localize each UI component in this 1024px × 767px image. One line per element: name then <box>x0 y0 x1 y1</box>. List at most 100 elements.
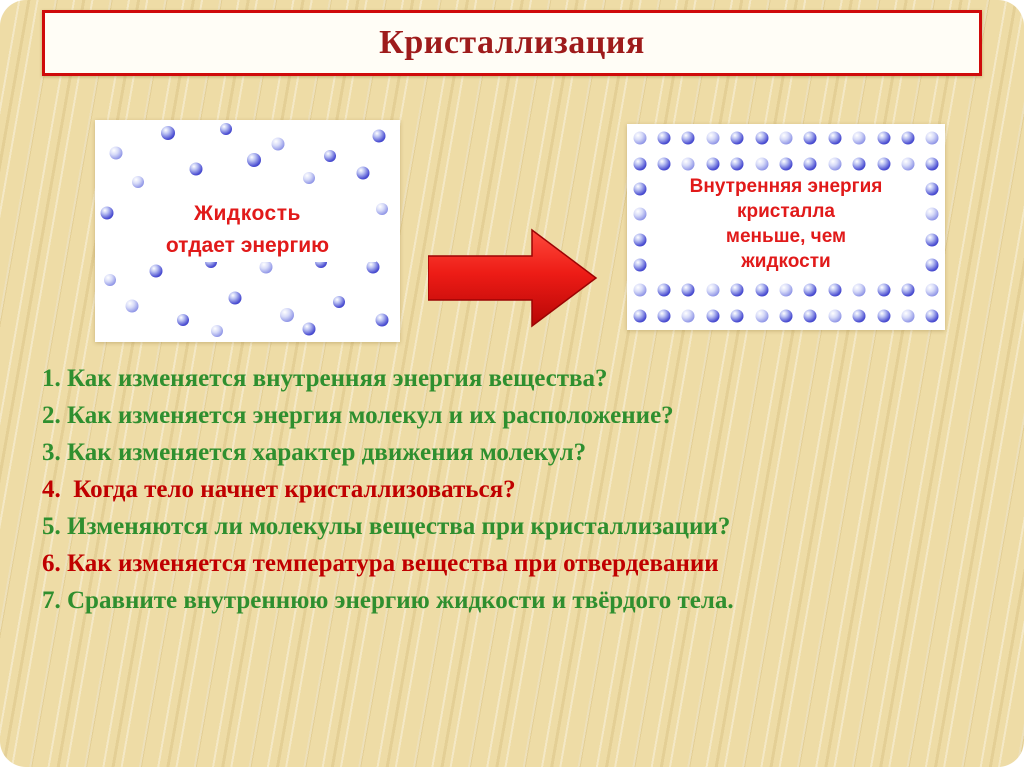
right-arrow-svg <box>427 228 598 328</box>
question-line: 4. Когда тело начнет кристаллизоваться? <box>42 476 516 503</box>
crystal-label-line-3: меньше, чем <box>725 226 847 247</box>
molecule-dot <box>803 309 817 323</box>
molecule-dot <box>877 157 891 171</box>
molecule-dot <box>366 260 380 274</box>
molecule-dot <box>779 157 793 171</box>
molecule-dot <box>211 324 223 337</box>
molecule-dot <box>828 157 842 171</box>
title-box: Кристаллизация <box>42 10 982 76</box>
molecule-dot <box>109 146 123 160</box>
molecule-dot <box>657 283 671 297</box>
molecule-dot <box>730 157 744 171</box>
molecule-dot <box>925 207 939 221</box>
molecule-dot <box>104 273 117 286</box>
molecule-dot <box>228 291 242 305</box>
molecule-dot <box>877 131 891 145</box>
question-line: 5. Изменяются ли молекулы вещества при к… <box>42 513 731 540</box>
molecule-dot <box>828 283 842 297</box>
molecule-dot <box>925 157 939 171</box>
molecule-dot <box>372 129 386 143</box>
liquid-label-line-1: Жидкость <box>194 202 301 225</box>
molecule-dot <box>302 322 315 336</box>
question-line: 1. Как изменяется внутренняя энергия вещ… <box>42 365 608 392</box>
molecule-dot <box>280 308 295 323</box>
molecule-dot <box>803 131 817 145</box>
molecule-dot <box>925 233 939 247</box>
molecule-dot <box>755 309 769 323</box>
molecule-dot <box>877 283 891 297</box>
molecule-dot <box>302 171 315 184</box>
molecule-dot <box>100 206 114 220</box>
molecule-dot <box>925 283 939 297</box>
molecule-dot <box>925 258 939 272</box>
molecule-dot <box>633 233 647 247</box>
molecule-dot <box>220 122 233 135</box>
molecule-dot <box>730 131 744 145</box>
molecule-dot <box>779 309 793 323</box>
molecule-dot <box>271 137 285 151</box>
slide-title: Кристаллизация <box>379 24 645 61</box>
crystal-label: Внутренняя энергия кристалла меньше, чем… <box>649 172 923 276</box>
molecule-dot <box>657 131 671 145</box>
molecule-dot <box>681 283 695 297</box>
molecule-dot <box>633 258 647 272</box>
molecule-dot <box>901 131 915 145</box>
molecule-dot <box>852 309 866 323</box>
molecule-dot <box>803 157 817 171</box>
molecule-dot <box>633 309 647 323</box>
molecule-dot <box>706 283 720 297</box>
molecule-dot <box>803 283 817 297</box>
molecule-dot <box>877 309 891 323</box>
molecule-dot <box>189 162 203 176</box>
molecule-dot <box>755 131 769 145</box>
molecule-dot <box>755 283 769 297</box>
molecule-dot <box>901 283 915 297</box>
molecule-dot <box>633 283 647 297</box>
molecule-dot <box>681 157 695 171</box>
molecule-dot <box>633 182 647 196</box>
molecule-dot <box>633 207 647 221</box>
molecule-dot <box>852 131 866 145</box>
question-line: 2. Как изменяется энергия молекул и их р… <box>42 402 674 429</box>
molecule-dot <box>375 202 388 215</box>
molecule-dot <box>925 182 939 196</box>
molecule-dot <box>852 157 866 171</box>
molecule-dot <box>925 309 939 323</box>
molecule-dot <box>246 152 261 167</box>
molecule-dot <box>657 309 671 323</box>
molecule-dot <box>901 309 915 323</box>
molecule-dot <box>259 260 273 274</box>
molecule-dot <box>706 131 720 145</box>
question-line: 7. Сравните внутреннюю энергию жидкости … <box>42 587 734 614</box>
molecule-dot <box>901 157 915 171</box>
molecule-dot <box>657 157 671 171</box>
crystal-label-line-1: Внутренняя энергия <box>689 176 883 197</box>
molecule-dot <box>177 313 190 326</box>
molecule-dot <box>681 131 695 145</box>
question-line: 6. Как изменяется температура вещества п… <box>42 550 719 577</box>
crystal-label-line-4: жидкости <box>741 251 831 272</box>
crystal-label-line-2: кристалла <box>737 201 835 222</box>
molecule-dot <box>706 157 720 171</box>
molecule-dot <box>375 313 389 327</box>
molecule-dot <box>828 309 842 323</box>
liquid-panel: Жидкость отдает энергию <box>95 120 400 342</box>
molecule-dot <box>852 283 866 297</box>
liquid-label-line-2: отдает энергию <box>165 234 330 257</box>
molecule-dot <box>779 283 793 297</box>
molecule-dot <box>730 283 744 297</box>
molecule-dot <box>633 157 647 171</box>
molecule-dot <box>356 166 370 180</box>
molecule-dot <box>633 131 647 145</box>
molecule-dot <box>925 131 939 145</box>
molecule-dot <box>755 157 769 171</box>
molecule-dot <box>125 299 139 313</box>
molecule-dot <box>706 309 720 323</box>
molecule-dot <box>333 296 345 309</box>
question-line: 3. Как изменяется характер движения моле… <box>42 439 587 466</box>
molecule-dot <box>828 131 842 145</box>
molecule-dot <box>730 309 744 323</box>
molecule-dot <box>681 309 695 323</box>
molecule-dot <box>779 131 793 145</box>
